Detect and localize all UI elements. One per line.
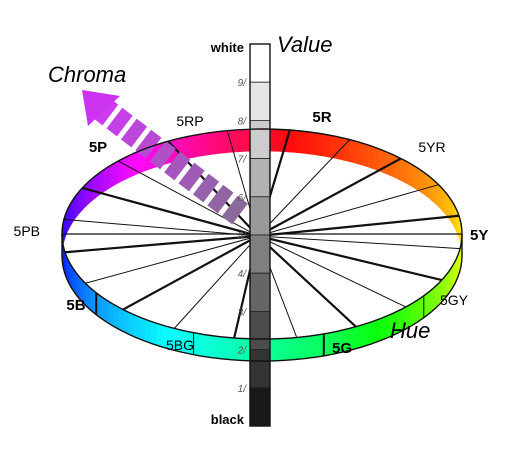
hue-label-5gy: 5GY [440,292,469,308]
value-step-label: 8/ [238,116,248,127]
value-labels: white black 9/8/7/6/5/4/3/2/1/ [210,40,247,427]
hue-label-5rp: 5RP [176,113,203,129]
value-step-label: 7/ [238,155,248,166]
value-step-label: 4/ [238,269,248,280]
chroma-axis-title: Chroma [48,62,126,87]
value-step-label: 2/ [237,346,248,357]
value-step-label: 9/ [238,78,248,89]
value-step-label: 6/ [238,193,248,204]
hue-ring-outline [61,128,463,362]
hue-label-5bg: 5BG [166,337,194,353]
value-axis-title: Value [277,32,332,57]
hue-labels: 5R 5YR 5Y 5GY 5G 5BG 5B 5PB 5P 5RP [14,109,489,357]
chroma-arrow [82,90,248,225]
hue-label-5r: 5R [312,109,331,126]
hue-label-5y: 5Y [470,227,488,244]
hue-label-5b: 5B [66,297,85,314]
hue-label-5pb: 5PB [14,223,40,239]
hue-label-5g: 5G [332,340,352,357]
hue-label-5yr: 5YR [418,139,445,155]
hue-label-5p: 5P [89,139,107,156]
hue-axis-title: Hue [390,318,430,343]
value-step-label: 1/ [238,384,248,395]
value-step-label: 3/ [238,307,248,318]
value-step-label: 5/ [238,231,248,242]
value-bottom-label: black [211,412,245,427]
value-top-label: white [210,40,244,55]
hue-spokes [62,129,462,339]
value-scale-column [249,43,271,427]
